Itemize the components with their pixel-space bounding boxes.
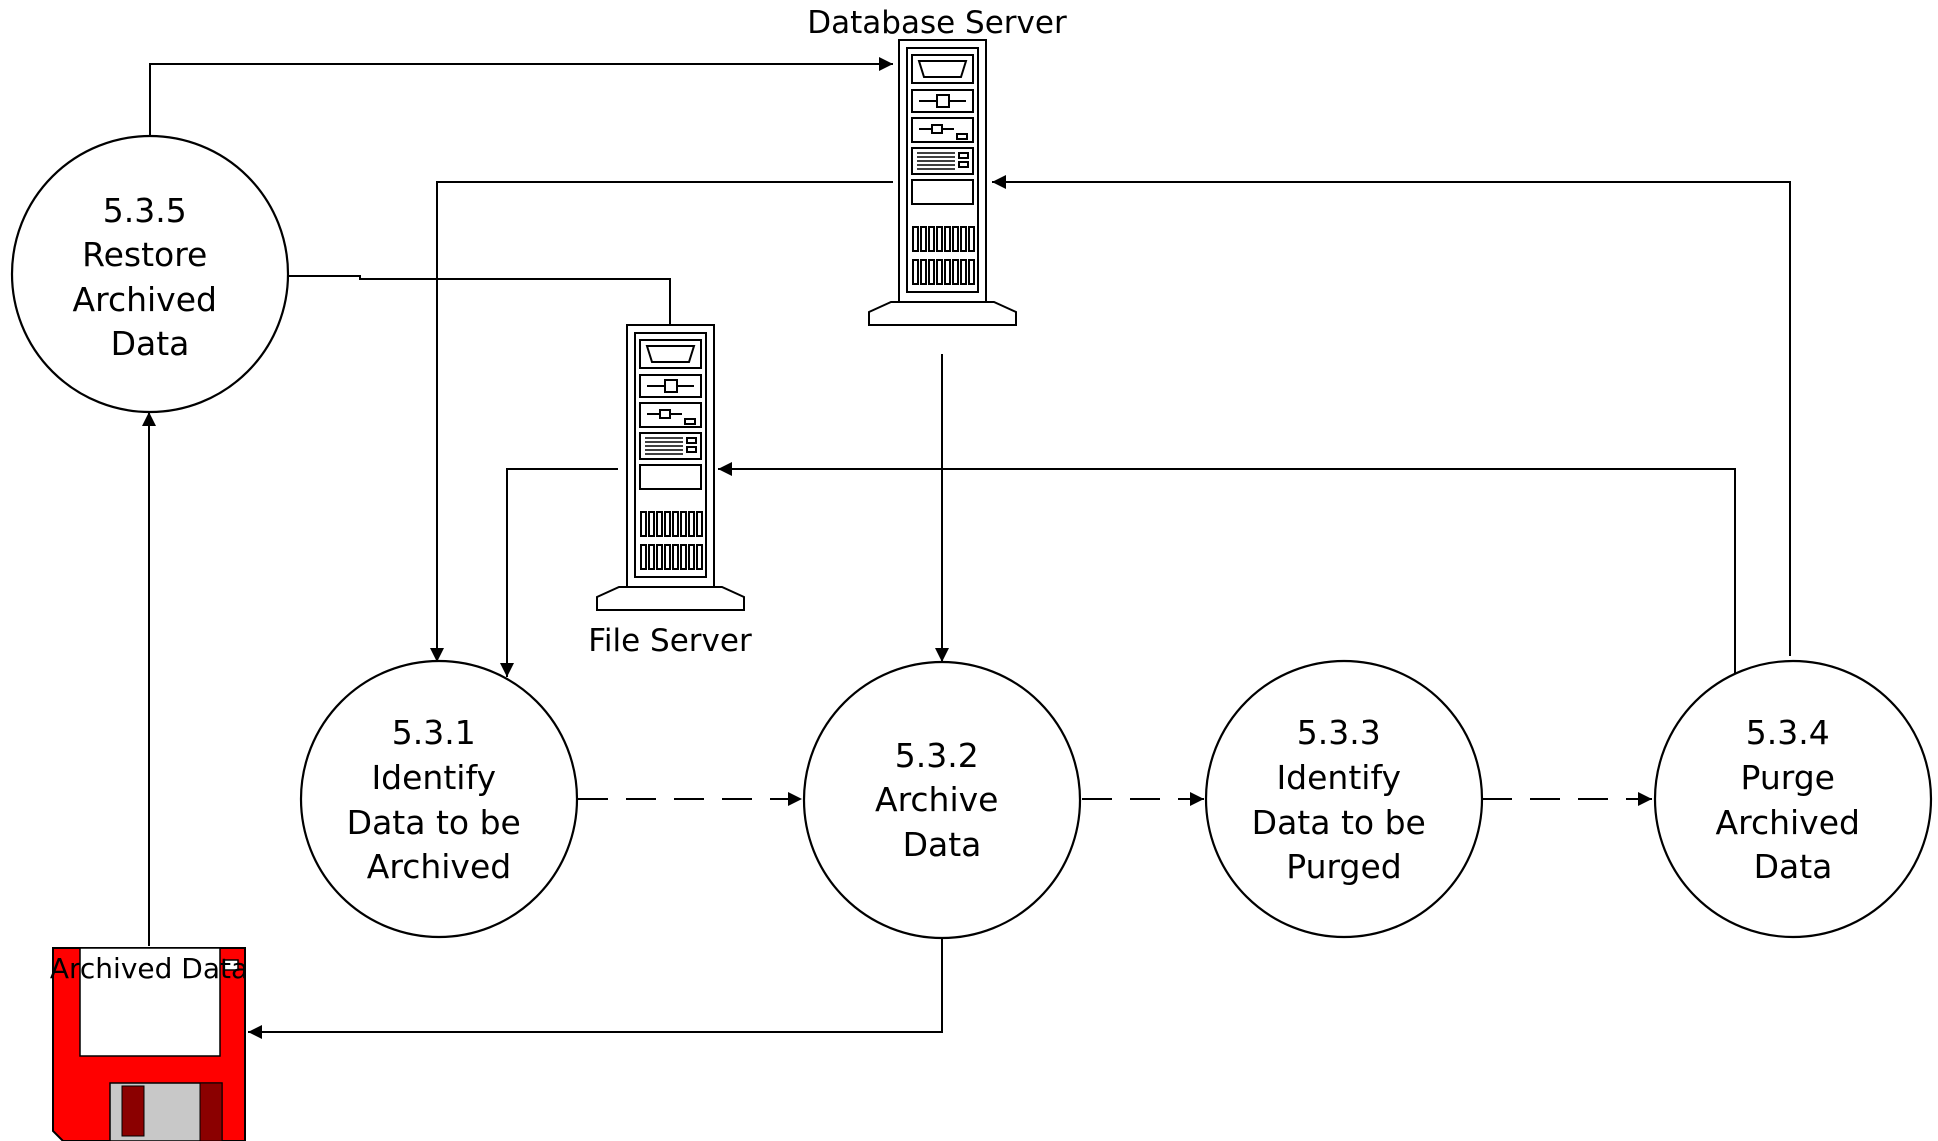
flow-database-to-identify-archive [430,181,893,662]
process-531: 5.3.1 Identify Data to be Archived [299,659,579,939]
archived-data-label: Archived Data [50,952,248,985]
process-534: 5.3.4 Purge Archived Data [1653,659,1933,939]
file-server-icon [596,324,745,611]
process-531-label: 5.3.1 Identify Data to be Archived [347,713,532,886]
flow-lines [142,57,1791,1039]
process-534-label: 5.3.4 Purge Archived Data [1716,713,1871,886]
archived-data-store: Archived Data [50,947,248,1141]
database-server-label: Database Server [807,5,1067,41]
flow-purge-to-file-server [718,462,1736,674]
process-532: 5.3.2 Archive Data [802,660,1082,940]
process-533-label: 5.3.3 Identify Data to be Purged [1252,713,1437,886]
flow-file-server-to-identify-archive [500,468,618,677]
flow-restore-to-database [149,57,893,138]
process-535: 5.3.5 Restore Archived Data [10,134,290,414]
flow-archive-to-datastore [248,938,943,1039]
file-server: File Server [588,324,752,659]
database-server: Database Server [807,5,1067,326]
floppy-disk-icon [52,947,246,1141]
flow-purge-to-database [992,175,1791,656]
process-533: 5.3.3 Identify Data to be Purged [1204,659,1484,939]
process-535-label: 5.3.5 Restore Archived Data [73,191,228,363]
flow-restore-to-file-server [288,275,671,326]
file-server-label: File Server [588,623,752,659]
process-532-label: 5.3.2 Archive Data [875,736,1009,864]
